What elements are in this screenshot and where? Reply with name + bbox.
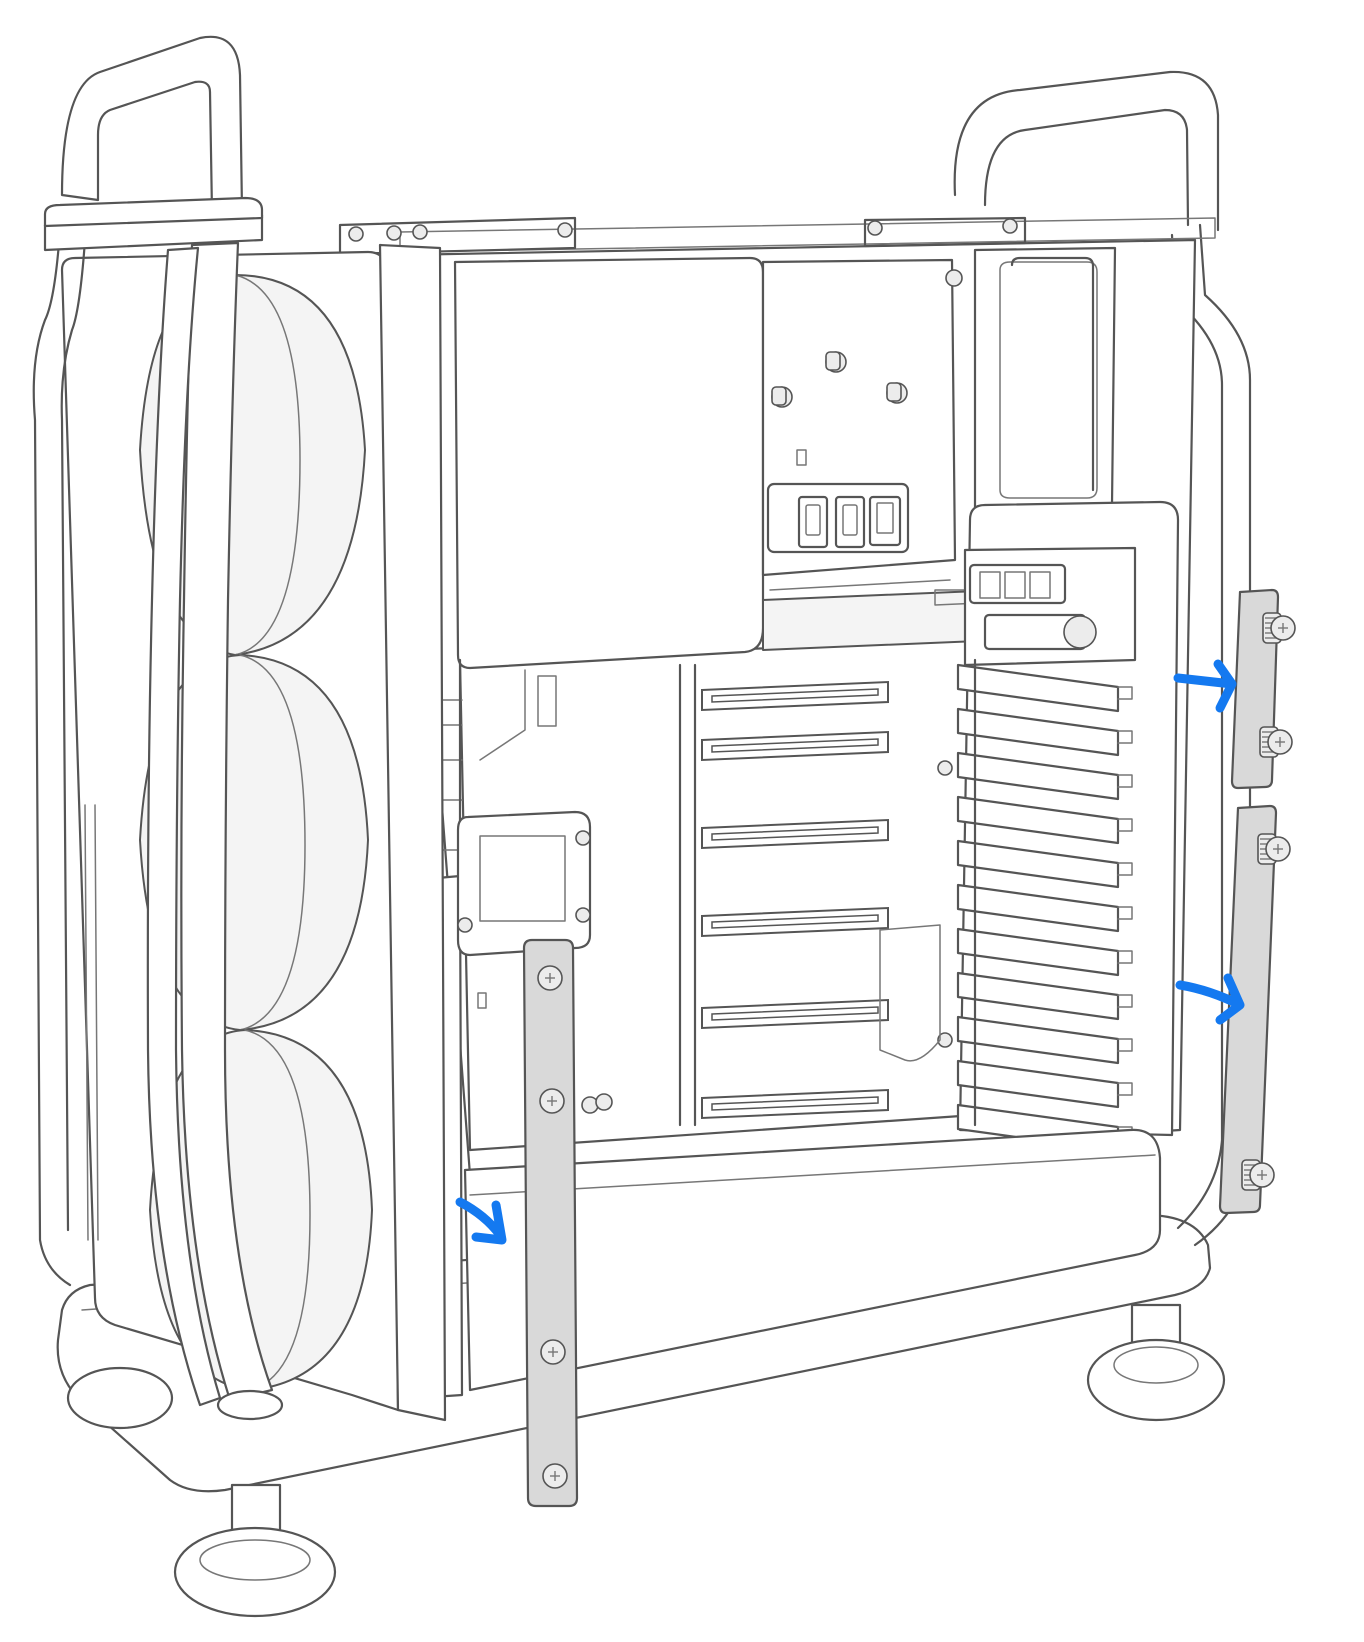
arrow-bottom-center (455, 1197, 507, 1245)
heatsink-cover (453, 256, 765, 670)
pcie-bracket-finger (956, 1059, 1133, 1109)
pcie-fingers (956, 663, 1133, 1153)
pcie-bracket-finger (956, 971, 1133, 1021)
pcie-slot (701, 998, 889, 1030)
pcie-bracket-finger (956, 927, 1133, 977)
pcie-bracket-finger (956, 663, 1133, 713)
pcie-bracket-finger (956, 707, 1133, 757)
pcie-slot (701, 1088, 889, 1120)
pcie-slot (701, 906, 889, 938)
bottom-bay (463, 1128, 1162, 1392)
pcie-bracket-finger (956, 795, 1133, 845)
foot-right (1086, 1303, 1226, 1422)
cpu-socket-frame (456, 810, 613, 1114)
thumbscrew-icon (1259, 726, 1293, 758)
board-screw (937, 1032, 953, 1048)
pcie-slots (701, 680, 889, 1120)
bracket-vertical-center (522, 938, 579, 1508)
pcie-slot (701, 730, 889, 762)
board-screw (937, 760, 953, 776)
frame-right (953, 70, 1252, 1247)
standoff-group (771, 351, 908, 408)
screw-icon (537, 965, 563, 991)
daughter-card (879, 924, 941, 1062)
bracket-long-right (1218, 804, 1291, 1215)
arrow-upper-right (1173, 659, 1237, 713)
thumbscrew-icon (1257, 833, 1291, 865)
screw-icon (540, 1339, 566, 1365)
pcie-bracket-finger (956, 883, 1133, 933)
bracket-short-right (1230, 588, 1296, 790)
frame-left (32, 35, 284, 1421)
thumbscrew-icon (1262, 612, 1296, 644)
direction-arrows (455, 659, 1245, 1245)
pcie-slot (701, 818, 889, 850)
screw-icon (542, 1463, 568, 1489)
pcie-bracket-finger (956, 839, 1133, 889)
foot-left-back (66, 1366, 174, 1430)
screw-icon (539, 1088, 565, 1114)
foot-front-left (173, 1483, 337, 1618)
pcie-bracket-finger (956, 1015, 1133, 1065)
pcie-bracket-finger (956, 751, 1133, 801)
pcie-slot (701, 680, 889, 712)
arrow-lower-right (1175, 973, 1245, 1025)
thumbscrew-icon (1241, 1159, 1275, 1191)
